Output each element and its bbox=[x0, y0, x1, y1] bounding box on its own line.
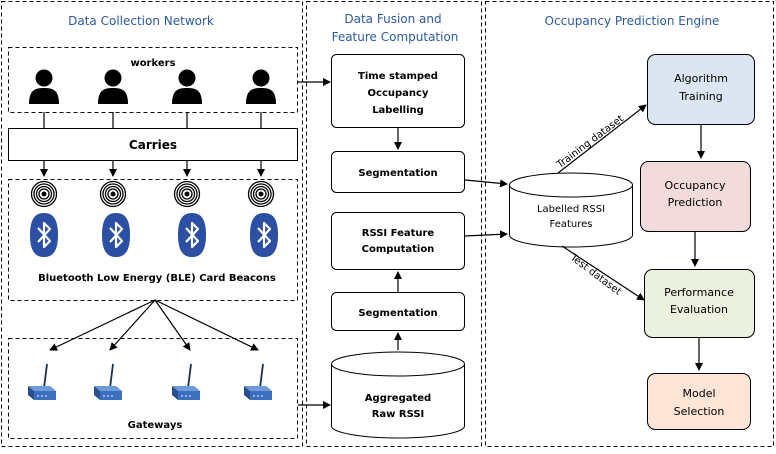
segmentation-to-labelled-arrow bbox=[464, 179, 508, 188]
rssi-feature-line1: RSSI Feature bbox=[362, 228, 435, 239]
model-line1: Model bbox=[682, 387, 715, 400]
aggregated-line2: Raw RSSI bbox=[372, 409, 425, 420]
algorithm-line1: Algorithm bbox=[674, 72, 728, 85]
occupancy-prediction-box bbox=[640, 161, 751, 232]
person-icon bbox=[98, 69, 128, 104]
time-stamped-line1: Time stamped bbox=[358, 71, 438, 82]
rssi-feature-box bbox=[331, 212, 465, 270]
performance-line1: Performance bbox=[664, 286, 734, 299]
bluetooth-icon bbox=[248, 211, 280, 259]
beacon-to-gateway-arrow bbox=[109, 299, 156, 351]
labelled-features-cylinder-top bbox=[509, 172, 633, 198]
fusion-section-frame bbox=[306, 1, 482, 447]
time-stamped-line2: Occupancy bbox=[368, 88, 429, 99]
fusion-section-title-line1: Data Fusion and bbox=[344, 12, 441, 26]
person-icon bbox=[172, 69, 202, 104]
segmentation-top-label: Segmentation bbox=[358, 168, 437, 179]
model-selection-box bbox=[647, 373, 751, 430]
time-stamped-labelling-box bbox=[331, 54, 465, 128]
beacon-to-gateway-arrow bbox=[154, 299, 259, 351]
beacons-label: Bluetooth Low Energy (BLE) Card Beacons bbox=[38, 273, 276, 284]
test-dataset-arrow bbox=[561, 245, 645, 301]
algorithm-line2: Training bbox=[678, 90, 722, 103]
carries-label: Carries bbox=[129, 138, 177, 152]
beacon-to-gateway-arrow bbox=[154, 299, 191, 351]
aggregated-rssi-cylinder bbox=[331, 364, 465, 439]
wireless-signal-icon bbox=[99, 180, 127, 208]
performance-evaluation-box bbox=[644, 269, 755, 338]
gateway-router-icon bbox=[171, 363, 201, 401]
gateway-router-icon bbox=[27, 363, 57, 401]
gateway-router-icon bbox=[243, 363, 273, 401]
model-line2: Selection bbox=[674, 405, 725, 418]
labelled-features-cylinder bbox=[509, 185, 633, 248]
collection-section-frame bbox=[1, 1, 303, 447]
gateway-router-icon bbox=[93, 363, 123, 401]
performance-line2: Evaluation bbox=[670, 303, 728, 316]
collection-section-title: Data Collection Network bbox=[68, 14, 214, 28]
carries-box bbox=[8, 128, 298, 161]
segmentation-bottom-box bbox=[331, 292, 465, 331]
time-stamped-line3: Labelling bbox=[372, 105, 424, 116]
bluetooth-icon bbox=[28, 211, 60, 259]
rssi-feature-line2: Computation bbox=[362, 244, 435, 255]
workers-group bbox=[8, 47, 298, 113]
wireless-signal-icon bbox=[30, 180, 58, 208]
workers-label: workers bbox=[130, 58, 175, 69]
person-icon bbox=[29, 69, 59, 104]
algorithm-training-box bbox=[647, 54, 755, 125]
prediction-section-frame bbox=[485, 1, 774, 447]
aggregated-rssi-cylinder-top bbox=[331, 351, 465, 377]
labelled-line2: Features bbox=[550, 219, 593, 230]
aggregated-line1: Aggregated bbox=[365, 393, 431, 404]
training-dataset-arrow bbox=[557, 104, 647, 174]
fusion-section-title-line2: Feature Computation bbox=[332, 30, 459, 44]
segmentation-bottom-label: Segmentation bbox=[358, 308, 437, 319]
wireless-signal-icon bbox=[247, 180, 275, 208]
person-icon bbox=[246, 69, 276, 104]
bluetooth-icon bbox=[100, 211, 132, 259]
gateways-label: Gateways bbox=[128, 420, 183, 431]
training-dataset-label: Training dataset bbox=[554, 113, 626, 171]
wireless-signal-icon bbox=[173, 180, 201, 208]
bluetooth-icon bbox=[176, 211, 208, 259]
beacon-to-gateway-arrow bbox=[49, 299, 156, 351]
labelled-line1: Labelled RSSI bbox=[537, 204, 605, 215]
occupancy-line2: Prediction bbox=[668, 196, 723, 209]
prediction-section-title: Occupancy Prediction Engine bbox=[545, 14, 720, 28]
occupancy-line1: Occupancy bbox=[665, 179, 726, 192]
gateways-group bbox=[8, 338, 298, 439]
test-dataset-label: Test dataset bbox=[567, 252, 623, 298]
segmentation-top-box bbox=[331, 151, 465, 193]
feature-to-labelled-arrow bbox=[464, 230, 508, 239]
